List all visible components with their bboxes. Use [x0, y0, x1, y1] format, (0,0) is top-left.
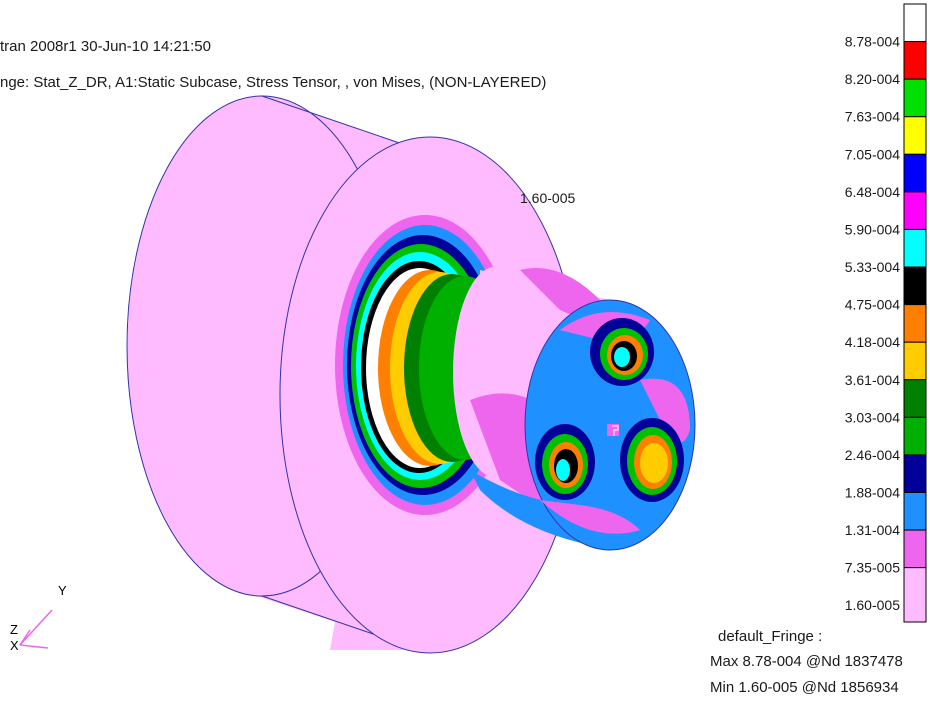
legend-swatch: [903, 491, 927, 531]
max-value-readout: Max 8.78-004 @Nd 1837478: [710, 653, 903, 670]
legend-label: 8.78-004: [845, 34, 900, 50]
legend-label: 3.61-004: [845, 372, 900, 388]
min-value-readout: Min 1.60-005 @Nd 1856934: [710, 679, 899, 696]
legend-label: 5.90-004: [845, 221, 900, 237]
axis-triad: Y Z X: [10, 583, 67, 653]
legend-swatch: [903, 228, 927, 268]
legend-swatch: [903, 191, 927, 230]
legend-swatch: [903, 304, 927, 343]
center-marker: [607, 424, 619, 436]
legend-label: 5.33-004: [845, 259, 900, 275]
legend-swatch: [903, 379, 927, 418]
legend-swatch: [903, 341, 927, 381]
hotspot-right: [620, 418, 684, 502]
header-title-line: tran 2008r1 30-Jun-10 14:21:50: [0, 38, 211, 55]
legend-swatch: [903, 3, 927, 43]
axis-x-label: X: [10, 638, 19, 653]
header-fringe-line: nge: Stat_Z_DR, A1:Static Subcase, Stres…: [0, 74, 547, 91]
legend-swatch: [903, 454, 927, 493]
legend-swatch: [903, 416, 927, 456]
legend-swatch: [903, 529, 927, 569]
legend-swatch: [903, 266, 927, 306]
legend-swatch: [903, 41, 927, 80]
legend-swatch: [903, 78, 927, 118]
legend-label: 1.88-004: [845, 484, 900, 500]
legend-label: 6.48-004: [845, 184, 900, 200]
min-value-annotation: 1.60-005: [520, 190, 576, 206]
legend-label: 2.46-004: [845, 447, 900, 463]
legend-label: 1.60-005: [845, 597, 900, 613]
legend-label: 1.31-004: [845, 522, 900, 538]
axis-z-label: Z: [10, 622, 18, 637]
legend-label: 7.35-005: [845, 560, 900, 576]
legend-swatch: [903, 567, 927, 623]
legend-swatch: [903, 153, 927, 193]
legend-label: 4.75-004: [845, 297, 900, 313]
hotspot-left: [535, 424, 595, 500]
legend-label: 3.03-004: [845, 409, 900, 425]
legend-label: 8.20-004: [845, 71, 900, 87]
legend-label: 4.18-004: [845, 334, 900, 350]
legend-label: 7.05-004: [845, 146, 900, 162]
hotspot-top: [590, 318, 654, 386]
legend-label: 7.63-004: [845, 109, 900, 125]
legend-swatch: [903, 116, 927, 155]
fringe-name: default_Fringe :: [718, 628, 823, 645]
axis-y-label: Y: [58, 583, 67, 598]
